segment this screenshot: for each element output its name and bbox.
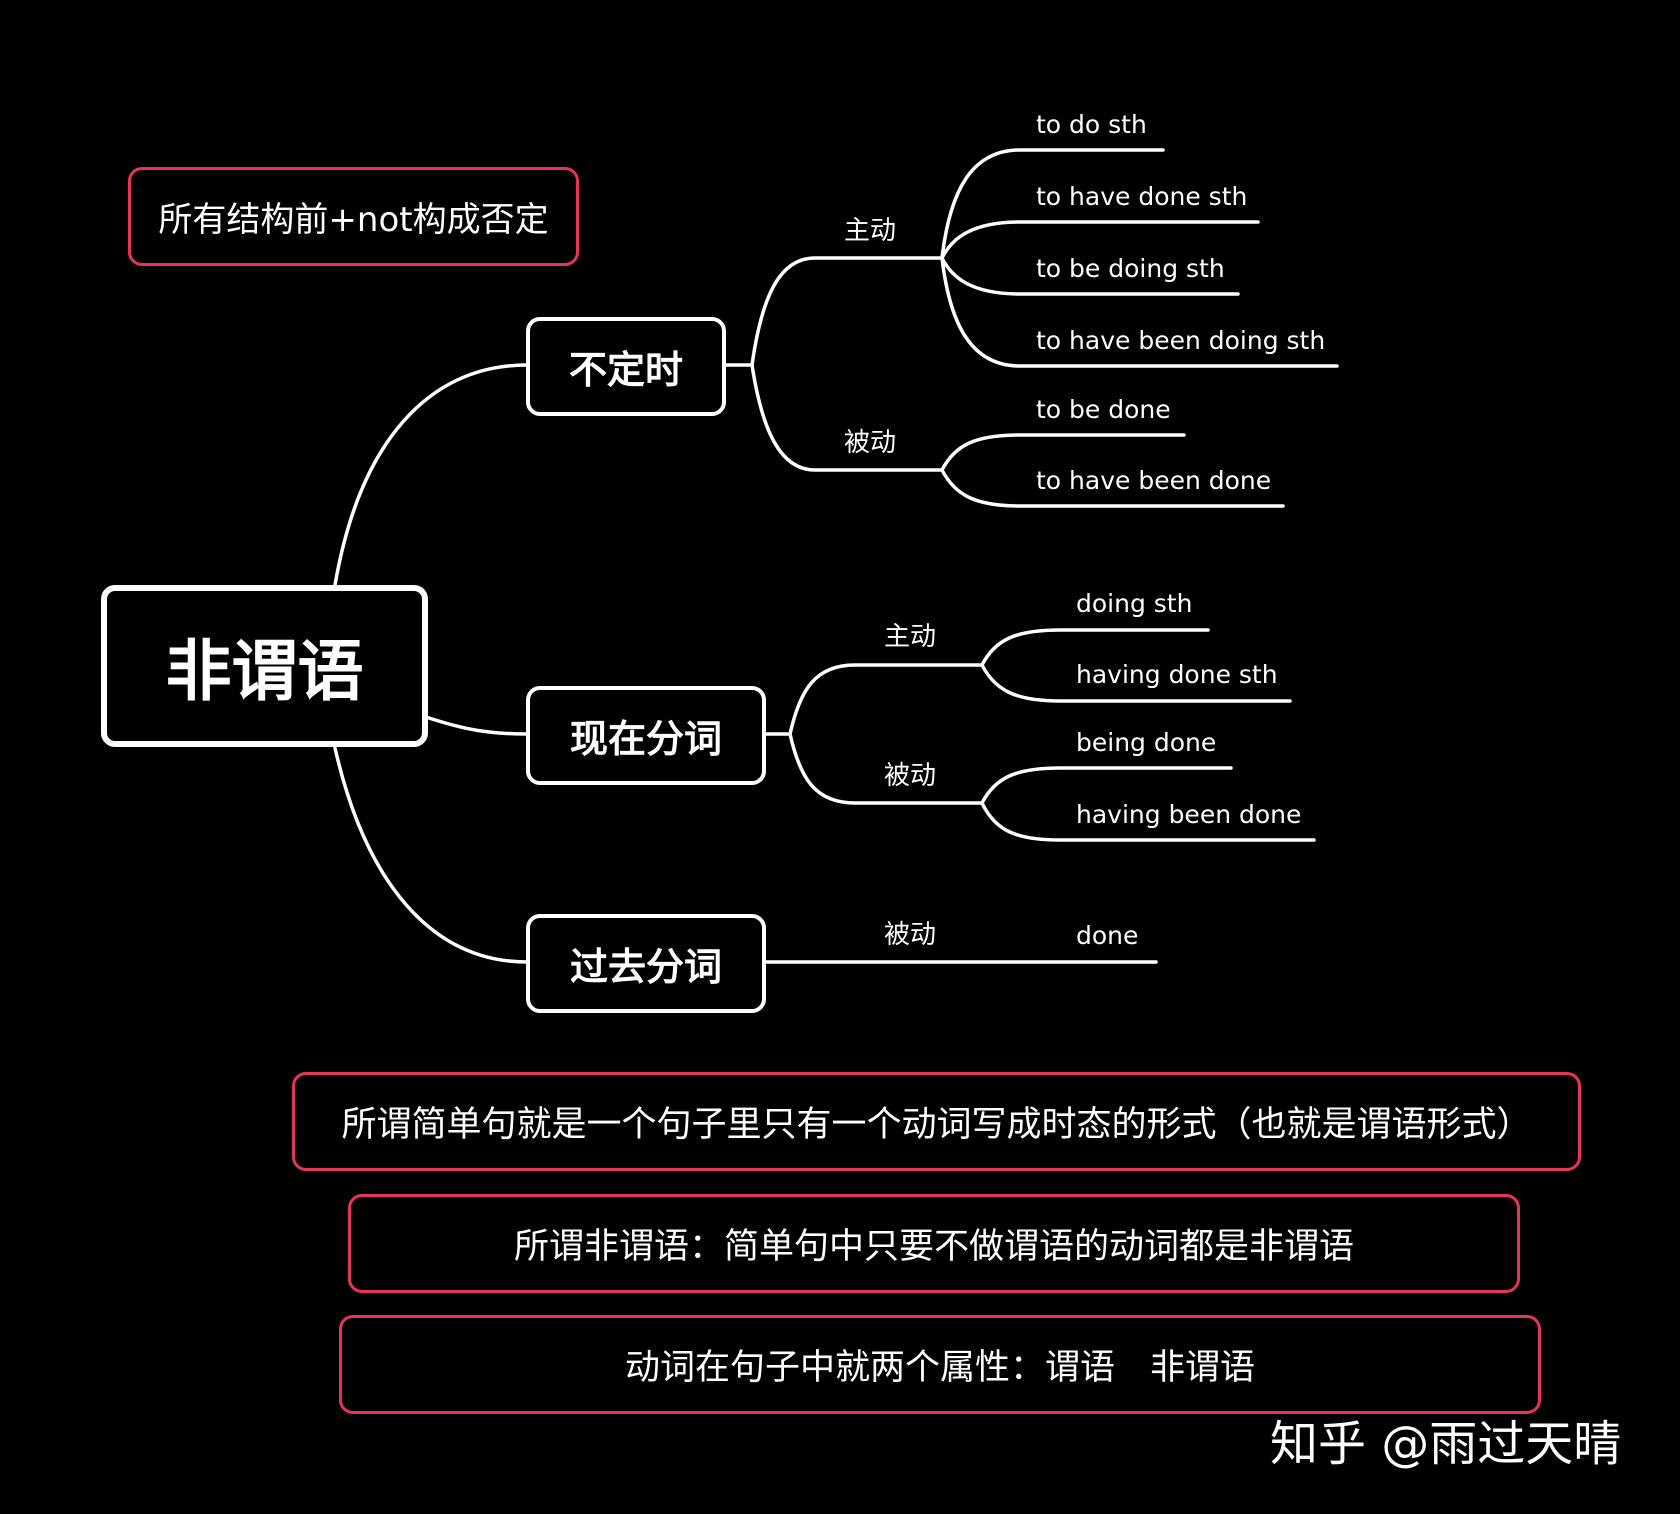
connector-pp-2: [980, 801, 1316, 842]
label-present-passive: 被动: [884, 761, 937, 791]
leaf-to-be-done: to be done: [1036, 395, 1171, 424]
leaf-being-done: being done: [1076, 728, 1217, 757]
connector-infp-1: [940, 433, 1186, 472]
connector-pa-2: [980, 663, 1292, 703]
leaf-done: done: [1076, 921, 1139, 950]
leaf-to-have-been-done: to have been done: [1036, 466, 1272, 495]
note-negation: 所有结构前+not构成否定: [128, 167, 579, 266]
note-non-predicate-definition: 所谓非谓语：简单句中只要不做谓语的动词都是非谓语: [348, 1194, 1520, 1293]
leaf-having-done-sth: having done sth: [1076, 660, 1278, 689]
leaf-having-been-done: having been done: [1076, 800, 1302, 829]
connector-infa-3: [940, 256, 1240, 296]
connector-infp-2: [940, 468, 1285, 508]
node-present-participle: 现在分词: [526, 686, 766, 785]
node-past-participle: 过去分词: [526, 914, 766, 1013]
leaf-to-have-done-sth: to have done sth: [1036, 182, 1248, 211]
root-node: 非谓语: [101, 585, 428, 747]
connector-root-infinitive: [333, 363, 529, 587]
connector-pa-1: [980, 628, 1210, 667]
watermark: 知乎 @雨过天晴: [1270, 1416, 1622, 1472]
leaf-to-be-doing-sth: to be doing sth: [1036, 254, 1225, 283]
connector-infinitive-passive: [750, 363, 944, 472]
connector-root-present: [424, 715, 529, 736]
leaf-doing-sth: doing sth: [1076, 589, 1193, 618]
leaf-to-have-been-doing-sth: to have been doing sth: [1036, 326, 1326, 355]
node-infinitive: 不定时: [526, 317, 726, 416]
connector-infinitive-active: [750, 256, 944, 367]
connector-present-active: [788, 663, 984, 736]
label-infinitive-passive: 被动: [844, 428, 897, 458]
leaf-to-do-sth: to do sth: [1036, 110, 1147, 139]
connector-pp-1: [980, 766, 1233, 805]
connector-infa-2: [940, 220, 1260, 260]
connector-present-passive: [788, 732, 984, 805]
label-infinitive-active: 主动: [844, 216, 897, 246]
connector-infa-4: [940, 256, 1339, 368]
label-past-passive: 被动: [884, 920, 937, 950]
connector-infa-1: [940, 148, 1165, 260]
connector-root-past: [333, 746, 529, 964]
note-verb-attributes: 动词在句子中就两个属性：谓语 非谓语: [339, 1315, 1541, 1414]
note-simple-sentence: 所谓简单句就是一个句子里只有一个动词写成时态的形式（也就是谓语形式）: [292, 1072, 1581, 1171]
label-present-active: 主动: [884, 622, 937, 652]
